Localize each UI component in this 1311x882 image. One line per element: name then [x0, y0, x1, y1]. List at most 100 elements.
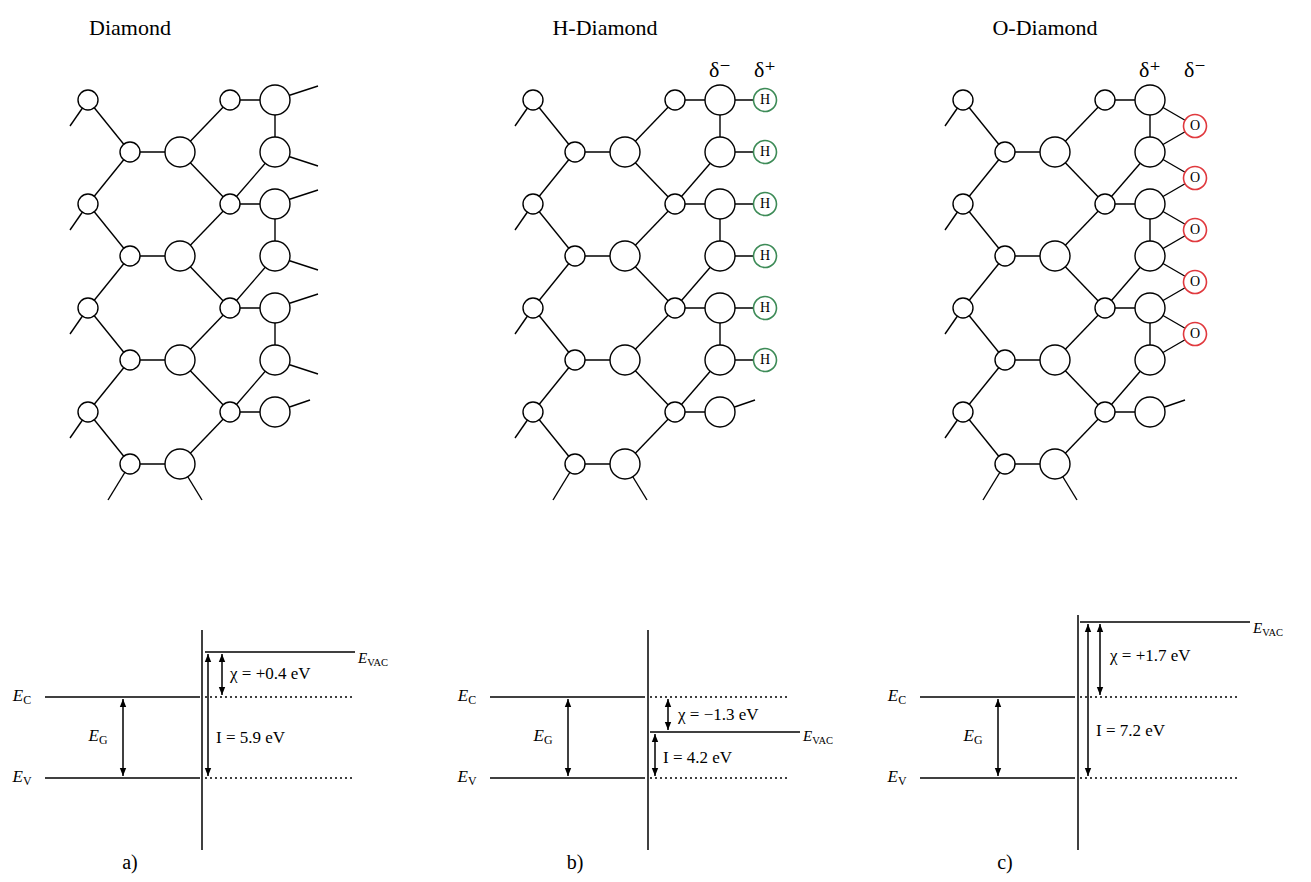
band-label: EV [888, 768, 907, 788]
carbon-atom [165, 449, 195, 479]
carbon-atom [705, 85, 735, 115]
band-edge-dotted [650, 696, 790, 698]
carbon-atom [1095, 298, 1115, 318]
carbon-atom [610, 137, 640, 167]
carbon-atom [953, 194, 973, 214]
ionization-arrow [654, 734, 656, 776]
carbon-atom [953, 402, 973, 422]
ionization-arrow [207, 654, 209, 776]
oxygen-atom: O [1182, 217, 1208, 243]
carbon-atom [610, 449, 640, 479]
carbon-atom [1135, 241, 1165, 271]
gap-arrow [997, 699, 999, 776]
carbon-atom [260, 85, 290, 115]
carbon-atom [220, 402, 240, 422]
carbon-atom [220, 90, 240, 110]
carbon-atom [120, 246, 140, 266]
carbon-atom [953, 298, 973, 318]
vacuum-level [1080, 621, 1250, 623]
carbon-atom [705, 137, 735, 167]
carbon-atom [165, 137, 195, 167]
affinity-arrow [221, 654, 223, 695]
atom-symbol: H [752, 87, 778, 113]
carbon-atom [705, 189, 735, 219]
band-label: EC [888, 687, 906, 707]
atom-symbol: O [1182, 113, 1208, 139]
carbon-atom [665, 194, 685, 214]
energy-value: I = 4.2 eV [663, 749, 732, 766]
energy-value: χ = −1.3 eV [678, 706, 759, 723]
surface-line [1077, 615, 1079, 850]
carbon-atom [705, 293, 735, 323]
carbon-atom [1040, 137, 1070, 167]
carbon-atom [78, 402, 98, 422]
carbon-atom [565, 454, 585, 474]
atom-symbol: O [1182, 269, 1208, 295]
panel-letter: b) [567, 852, 584, 872]
energy-value: χ = +1.7 eV [1110, 647, 1191, 664]
gap-arrow [122, 699, 124, 776]
conduction-band [490, 696, 645, 698]
carbon-atom [610, 345, 640, 375]
atom-symbol: O [1182, 217, 1208, 243]
band-label: EC [13, 687, 31, 707]
vacuum-level [205, 651, 355, 653]
band-label: EV [13, 768, 32, 788]
carbon-atom [610, 241, 640, 271]
panel-title: Diamond [89, 17, 171, 39]
carbon-atom [165, 241, 195, 271]
carbon-atom [1095, 90, 1115, 110]
atom-symbol: H [752, 295, 778, 321]
band-diagram [45, 615, 1250, 850]
valence-band [490, 777, 645, 779]
gap-arrow [567, 699, 569, 776]
oxygen-atom: O [1182, 269, 1208, 295]
band-edge-dotted [205, 696, 355, 698]
carbon-atom [665, 402, 685, 422]
panel-title: O-Diamond [992, 17, 1097, 39]
carbon-atom [995, 454, 1015, 474]
carbon-atom [220, 298, 240, 318]
carbon-atom [705, 397, 735, 427]
carbon-atom [1040, 241, 1070, 271]
carbon-atom [260, 137, 290, 167]
atom-symbol: H [752, 191, 778, 217]
carbon-atom [523, 402, 543, 422]
carbon-atom [260, 345, 290, 375]
conduction-band [920, 696, 1075, 698]
band-edge-dotted [1080, 777, 1240, 779]
carbon-atom [1040, 345, 1070, 375]
carbon-atom [705, 345, 735, 375]
carbon-atom [1135, 397, 1165, 427]
charge-label: δ⁺ [754, 59, 776, 81]
valence-band [45, 777, 200, 779]
valence-band [920, 777, 1075, 779]
carbon-atom [165, 345, 195, 375]
hydrogen-atom: H [752, 87, 778, 113]
surface-line [201, 630, 203, 850]
oxygen-atom: O [1182, 165, 1208, 191]
carbon-atom [1095, 402, 1115, 422]
carbon-atom [1040, 449, 1070, 479]
hydrogen-atom: H [752, 139, 778, 165]
band-label: EVAC [1253, 621, 1283, 639]
carbon-atom [120, 142, 140, 162]
band-label: EV [458, 768, 477, 788]
atom-symbol: O [1182, 321, 1208, 347]
surface-line [647, 630, 649, 850]
vacuum-level [650, 731, 800, 733]
carbon-atom [1135, 293, 1165, 323]
carbon-atom [995, 142, 1015, 162]
carbon-atom [995, 350, 1015, 370]
ionization-arrow [1087, 624, 1089, 776]
carbon-atom [1135, 189, 1165, 219]
panel-letter: a) [122, 852, 138, 872]
carbon-atom [78, 298, 98, 318]
atom-symbol: H [752, 243, 778, 269]
carbon-atom [565, 246, 585, 266]
carbon-atom [1135, 85, 1165, 115]
carbon-atom [260, 397, 290, 427]
charge-label: δ⁺ [1139, 59, 1161, 81]
